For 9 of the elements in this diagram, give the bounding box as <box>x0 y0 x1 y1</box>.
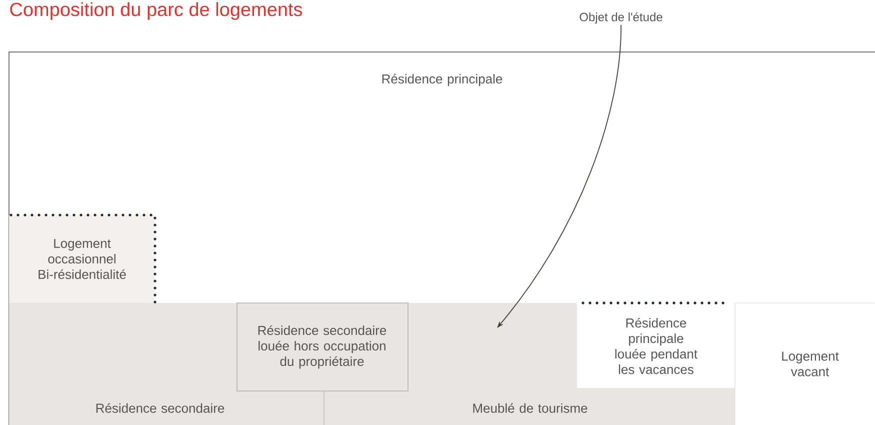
node-label: Résidence secondaire <box>96 403 224 413</box>
category-box: Résidence principale louée pendant les vacances <box>577 302 735 388</box>
annotation-text: Objet de l'étude <box>580 12 662 24</box>
category-box: Logement occasionnel Bi-résidentialité <box>9 214 156 304</box>
title: Composition du parc de logements <box>10 2 302 20</box>
node-label: Résidence principale louée pendant les vacances <box>615 318 698 374</box>
category-box: Logement vacant <box>734 302 875 425</box>
node-label: Meublé de tourisme <box>473 403 588 413</box>
category-box: Résidence secondaire louée hors occupation du propriétaire <box>236 302 408 392</box>
